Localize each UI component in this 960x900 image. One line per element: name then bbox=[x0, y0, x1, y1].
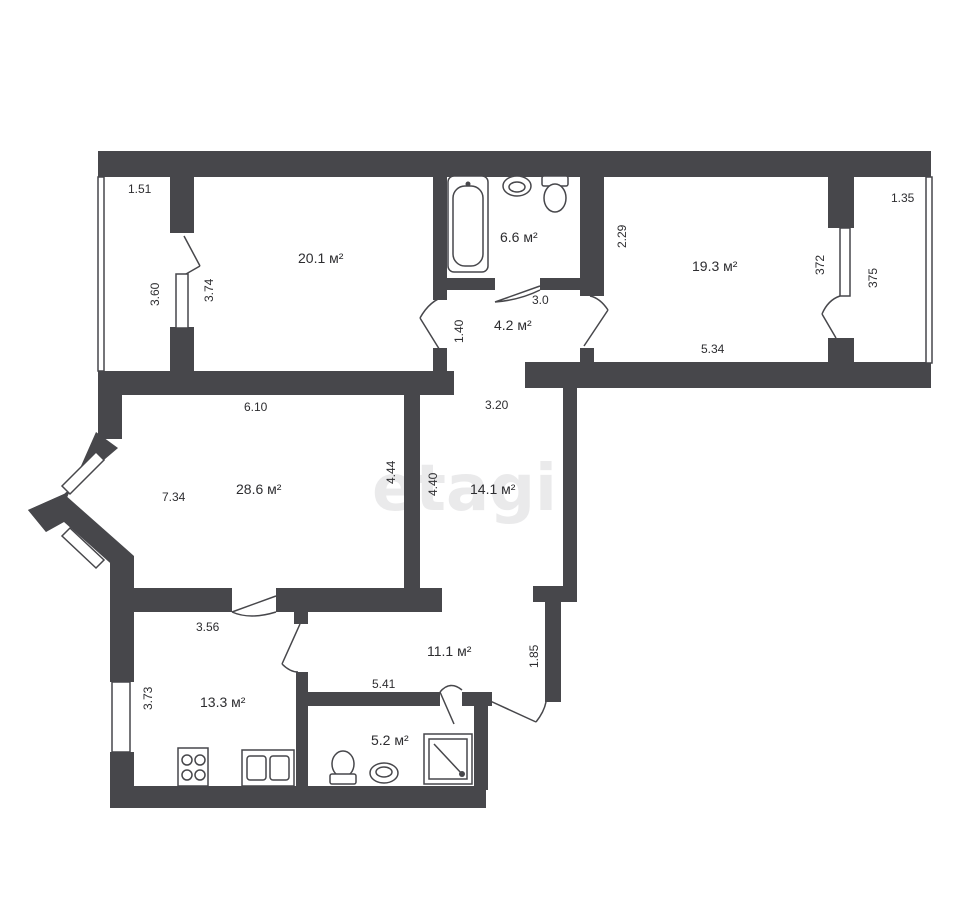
wall-bedroom2-bottom bbox=[525, 362, 931, 388]
bathroom-area: 6.6 м² bbox=[500, 229, 538, 245]
window-bedroom2 bbox=[839, 227, 851, 297]
kitchen-area: 13.3 м² bbox=[200, 694, 246, 710]
living-room-area: 28.6 м² bbox=[236, 481, 282, 497]
wall-living-left-upper bbox=[98, 371, 122, 439]
door-balcony-right bbox=[821, 295, 841, 339]
hall-area: 14.1 м² bbox=[470, 481, 516, 497]
windows bbox=[60, 176, 933, 753]
living-room-width: 6.10 bbox=[244, 400, 268, 414]
corridor-width: 5.41 bbox=[372, 677, 396, 691]
vestibule-area: 4.2 м² bbox=[494, 317, 532, 333]
wall-bedroom2-stub bbox=[580, 348, 594, 362]
doors bbox=[183, 235, 841, 725]
corridor-depth: 1.85 bbox=[527, 644, 541, 668]
window-bedroom1 bbox=[175, 273, 189, 329]
window-kitchen bbox=[111, 681, 131, 753]
hall-depth: 4.40 bbox=[426, 472, 440, 496]
window-bay-lower bbox=[60, 526, 106, 570]
walls bbox=[28, 151, 931, 808]
wall-hall-right bbox=[563, 386, 577, 602]
wc-area: 5.2 м² bbox=[371, 732, 409, 748]
wall-balcony-left-lower bbox=[170, 327, 194, 371]
wall-corridor-right bbox=[545, 600, 561, 702]
balcony-right-depth: 375 bbox=[866, 268, 880, 288]
wall-balcony-left-upper bbox=[170, 177, 194, 233]
door-bedroom1 bbox=[419, 295, 447, 361]
wall-hall-right-step bbox=[533, 586, 563, 602]
bedroom2-depth: 2.29 bbox=[615, 224, 629, 248]
wall-kitchen-right-stub bbox=[294, 612, 308, 624]
balcony-right-width: 1.35 bbox=[891, 191, 915, 205]
wall-wc-top bbox=[306, 692, 440, 706]
wall-kitchen-left-mid bbox=[110, 612, 134, 682]
corridor-area: 11.1 м² bbox=[427, 643, 472, 659]
wall-bathroom-bottom-b bbox=[540, 278, 582, 290]
kitchen-sink-icon bbox=[241, 749, 295, 787]
shower-icon bbox=[423, 733, 473, 785]
balcony-left-depth: 3.60 bbox=[148, 282, 162, 306]
kitchen-depth: 3.73 bbox=[141, 686, 155, 710]
wall-top bbox=[98, 151, 931, 177]
door-kitchen bbox=[281, 623, 301, 673]
toilet-icon bbox=[541, 175, 569, 213]
wall-bedroom1-bottom bbox=[98, 371, 454, 395]
vestibule-width: 3.0 bbox=[532, 293, 549, 307]
wall-kitchen-left-upper bbox=[110, 556, 134, 612]
door-balcony-left bbox=[183, 235, 201, 275]
window-bay-upper bbox=[60, 450, 106, 496]
wall-wc-right bbox=[474, 700, 488, 790]
sink-icon bbox=[502, 175, 532, 197]
watermark: etagi bbox=[372, 452, 557, 526]
wall-living-bottom-b bbox=[276, 588, 442, 612]
living-room-depth: 4.44 bbox=[384, 460, 398, 484]
vestibule-depth: 1.40 bbox=[452, 319, 466, 343]
bedroom2-window-dim: 372 bbox=[813, 255, 827, 275]
wall-living-right bbox=[404, 393, 420, 591]
living-room-diagonal: 7.34 bbox=[162, 490, 186, 504]
bedroom1-area: 20.1 м² bbox=[298, 250, 344, 266]
wall-bedroom2-left bbox=[580, 170, 604, 296]
room-labels: 1.51 3.60 20.1 м² 3.74 6.6 м² 4.2 м² 3.0… bbox=[128, 182, 915, 748]
wall-kitchen-right bbox=[296, 672, 308, 788]
wc-sink-icon bbox=[369, 762, 399, 784]
wall-vestibule-left-stub bbox=[433, 348, 447, 371]
stove-icon bbox=[177, 747, 209, 787]
door-wc bbox=[439, 684, 463, 725]
door-bedroom2 bbox=[583, 295, 609, 347]
kitchen-width: 3.56 bbox=[196, 620, 220, 634]
door-bathroom bbox=[494, 285, 541, 303]
balcony-left-width: 1.51 bbox=[128, 182, 152, 196]
door-entrance bbox=[487, 699, 547, 723]
door-living bbox=[231, 595, 277, 617]
window-balcony-right bbox=[925, 176, 933, 364]
wall-living-bottom-a bbox=[134, 588, 232, 612]
bedroom2-width: 5.34 bbox=[701, 342, 725, 356]
wall-bathroom-left bbox=[433, 170, 447, 300]
hall-width: 3.20 bbox=[485, 398, 509, 412]
fixtures bbox=[177, 175, 569, 787]
bedroom2-area: 19.3 м² bbox=[692, 258, 738, 274]
bedroom1-depth: 3.74 bbox=[202, 278, 216, 302]
wall-balcony-right-upper bbox=[828, 170, 854, 228]
wall-bay-lower bbox=[28, 494, 134, 570]
window-balcony-left bbox=[97, 176, 105, 372]
bathtub-icon bbox=[447, 175, 489, 273]
wall-bottom bbox=[110, 786, 486, 808]
wall-bathroom-bottom-a bbox=[433, 278, 495, 290]
wc-toilet-icon bbox=[329, 750, 357, 785]
